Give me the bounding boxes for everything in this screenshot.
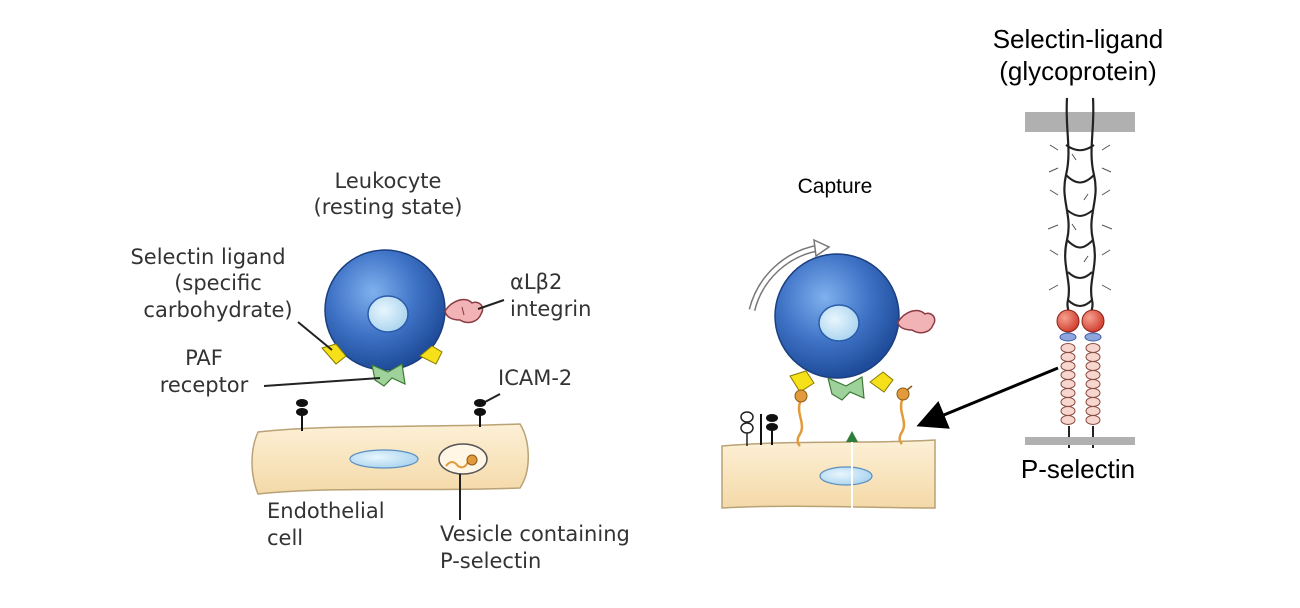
capture-integrin — [897, 309, 936, 334]
right-panel: Selectin-ligand (glycoprotein) — [993, 24, 1164, 484]
consensus-repeat-bead — [1085, 379, 1101, 389]
egf-domain-left — [1059, 332, 1077, 342]
paf-leader — [263, 377, 381, 387]
p-selectin-strand-left — [796, 401, 804, 447]
vesicle — [438, 443, 488, 475]
endothelial-label-2: cell — [267, 526, 303, 550]
selectin-ligand-label: Selectin ligand — [130, 245, 285, 269]
p-selectin-head-right — [896, 387, 910, 401]
consensus-repeat-bead — [1060, 388, 1076, 398]
consensus-repeat-bead — [1060, 361, 1076, 371]
integrin-label: αLβ2 — [510, 270, 562, 294]
consensus-repeat-bead — [1085, 352, 1101, 362]
consensus-repeat-bead — [1060, 415, 1076, 425]
consensus-repeat-bead — [1085, 406, 1101, 416]
capture-icam-black — [760, 414, 778, 445]
integrin-molecule — [444, 298, 484, 324]
lectin-domain-right — [1081, 309, 1105, 333]
leukocyte-state-label: (resting state) — [314, 195, 463, 219]
capture-ligand-left — [789, 370, 815, 393]
p-selectin-strand-right — [898, 399, 906, 445]
integrin-detail — [461, 306, 465, 316]
vesicle-p-selectin — [445, 461, 469, 469]
leukocyte-nucleus — [367, 295, 409, 333]
capture-nucleus — [818, 304, 860, 342]
consensus-repeat-bead — [1060, 352, 1076, 362]
endothelial-membrane — [1025, 437, 1135, 445]
consensus-repeat-bead — [1060, 406, 1076, 416]
glycoprotein-strand-right — [1087, 97, 1097, 319]
leukocyte-label: Leukocyte — [335, 169, 442, 193]
rolling-arrow-fill — [750, 246, 819, 311]
consensus-repeat-bead — [1085, 397, 1101, 407]
vesicle-label-2: P-selectin — [440, 549, 541, 573]
endothelial-label: Endothelial — [267, 499, 385, 523]
consensus-repeat-bead — [1085, 343, 1101, 353]
selectin-ligand-leader — [297, 321, 333, 351]
consensus-repeat-bead — [1060, 370, 1076, 380]
p-selectin-tail — [906, 385, 913, 391]
integrin-leader — [477, 299, 505, 310]
paf-receptor — [371, 363, 406, 387]
egf-domain-right — [1084, 332, 1102, 342]
middle-panel: Capture — [721, 175, 1059, 510]
consensus-repeat-bead — [1085, 361, 1101, 371]
consensus-repeat-bead — [1060, 379, 1076, 389]
consensus-repeat-bead — [1060, 397, 1076, 407]
selectin-ligand-label-2: (specific — [174, 271, 262, 295]
icam-molecule-left — [296, 399, 308, 431]
icam-molecule-right — [474, 399, 486, 427]
capture-label: Capture — [798, 175, 873, 198]
consensus-repeat-bead — [1085, 388, 1101, 398]
consensus-repeat-bead — [1085, 370, 1101, 380]
capture-ligand-right — [869, 371, 894, 393]
selectin-ligand-right — [419, 345, 443, 365]
lectin-domain-left — [1056, 309, 1080, 333]
rolling-arrow-head — [813, 238, 831, 258]
capture-paf-receptor — [827, 376, 865, 401]
vesicle-p-selectin-head — [466, 454, 478, 466]
consensus-repeat-bead — [1060, 343, 1076, 353]
vesicle-label: Vesicle containing — [440, 522, 630, 546]
consensus-repeat-bead — [1085, 415, 1101, 425]
paf-label-2: receptor — [160, 373, 249, 397]
ligand-title: Selectin-ligand — [993, 24, 1164, 54]
capture-paf-marker — [846, 431, 858, 442]
ligand-subtitle: (glycoprotein) — [999, 56, 1157, 86]
consensus-repeats-left — [1060, 343, 1076, 425]
selectin-ligand-label-3: carbohydrate) — [143, 298, 292, 322]
endothelial-nucleus — [349, 449, 419, 469]
glycoprotein-crosslinks — [1065, 144, 1095, 307]
icam-label: ICAM-2 — [498, 366, 572, 390]
paf-label: PAF — [185, 346, 223, 370]
p-selectin-head-left — [794, 389, 808, 403]
capture-endothelial-nucleus — [819, 466, 873, 486]
glycoprotein-strand-left — [1063, 97, 1073, 319]
capture-icam-open — [740, 411, 754, 446]
consensus-repeats-right — [1085, 343, 1101, 425]
integrin-label-2: integrin — [510, 297, 591, 321]
zoom-arrow — [916, 366, 1059, 429]
p-selectin-label: P-selectin — [1021, 454, 1135, 484]
leukocyte-membrane — [1025, 112, 1135, 132]
left-panel: Leukocyte (resting state) Selectin ligan… — [130, 169, 629, 573]
glycan-side-chains — [1047, 144, 1113, 291]
icam-leader — [484, 393, 501, 403]
selectin-ligand-left — [321, 343, 347, 365]
